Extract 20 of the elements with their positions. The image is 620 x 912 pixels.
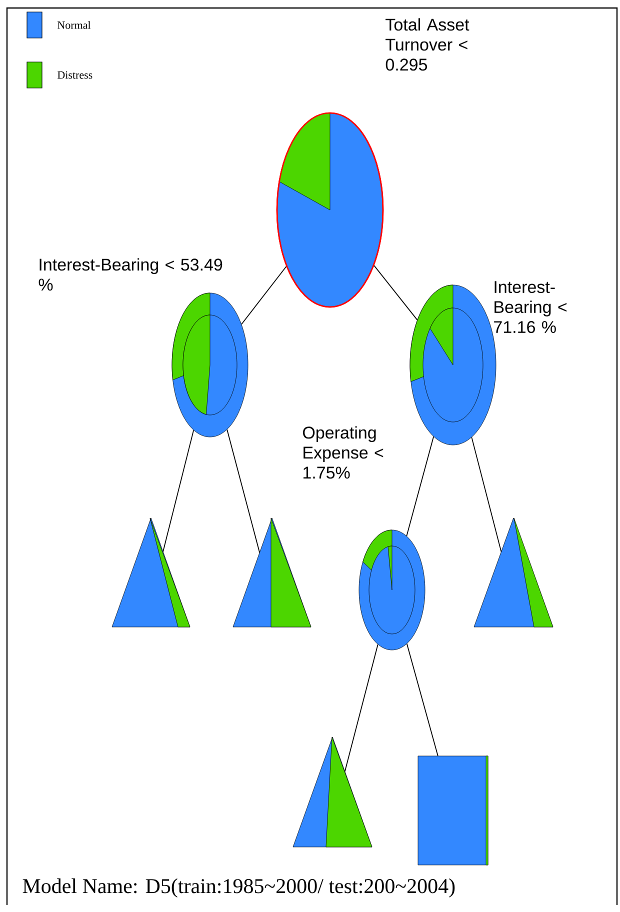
caption: Model Name: D5(train:1985~2000/ test:200~2004) bbox=[22, 878, 455, 898]
split-label: Interest-Bearing < 53.49 % bbox=[38, 258, 222, 291]
split-label: Operating Expense < 1.75% bbox=[303, 426, 384, 479]
leaf-triangle bbox=[232, 518, 312, 628]
leaf-triangle bbox=[474, 518, 554, 628]
connector-line bbox=[162, 430, 194, 552]
split-label: Total Asset Turnover < 0.295 bbox=[386, 18, 470, 71]
leaf-triangle bbox=[292, 736, 372, 848]
leaf-triangle bbox=[112, 518, 190, 628]
split-label: Interest-Bearing < 71.16 % bbox=[494, 281, 567, 334]
legend-label: Normal bbox=[58, 21, 91, 29]
connector-line bbox=[374, 265, 418, 320]
connector-line bbox=[241, 266, 287, 325]
connector-line bbox=[406, 436, 434, 536]
connector-line bbox=[406, 643, 438, 756]
leaf-rectangle bbox=[418, 756, 488, 866]
connector-line bbox=[226, 429, 260, 554]
connector-line bbox=[344, 644, 378, 772]
legend-label: Distress bbox=[58, 71, 92, 79]
connector-line bbox=[471, 436, 502, 552]
